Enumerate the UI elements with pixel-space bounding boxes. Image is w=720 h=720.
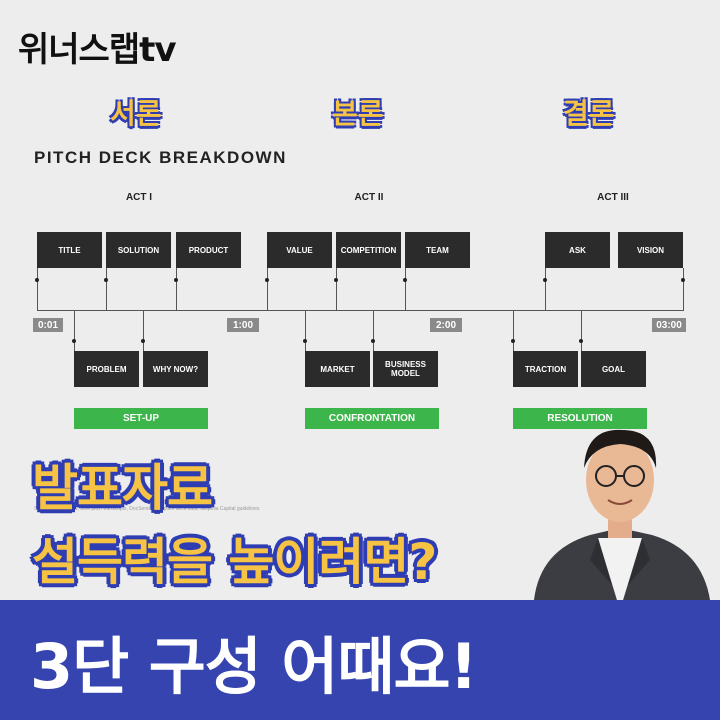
timeline-dot (141, 339, 145, 343)
box-solution: SOLUTION (106, 232, 171, 268)
phase-confrontation: CONFRONTATION (305, 408, 439, 429)
timeline-dot (403, 278, 407, 282)
phase-resolution: RESOLUTION (513, 408, 647, 429)
connector (74, 310, 75, 351)
box-value: VALUE (267, 232, 332, 268)
channel-logo: 위너스랩tv (18, 30, 177, 70)
box-why-now: WHY NOW? (143, 351, 208, 387)
timeline-dot (334, 278, 338, 282)
timeline-dot (681, 278, 685, 282)
timeline-dot (303, 339, 307, 343)
phase-setup: SET-UP (74, 408, 208, 429)
deck-title: PITCH DECK BREAKDOWN (34, 148, 287, 167)
banner-text: 3단 구성 어때요! (30, 630, 478, 703)
timeline-dot (511, 339, 515, 343)
connector (513, 310, 514, 351)
timeline-dot (174, 278, 178, 282)
connector (305, 310, 306, 351)
connector (143, 310, 144, 351)
time-marker-1min: 1:00 (227, 318, 259, 332)
connector (373, 310, 374, 351)
act-1-label: ACT I (125, 192, 153, 203)
connector (405, 268, 406, 310)
timeline-axis (37, 310, 684, 311)
time-marker-start: 0:01 (33, 318, 63, 332)
box-problem: PROBLEM (74, 351, 139, 387)
box-business-model: BUSINESS MODEL (373, 351, 438, 387)
box-ask: ASK (545, 232, 610, 268)
timeline-dot (543, 278, 547, 282)
timeline-dot (35, 278, 39, 282)
box-market: MARKET (305, 351, 370, 387)
source-note: Sources: Bruch NW, 30M pitch transcripts… (34, 506, 260, 512)
box-goal: GOAL (581, 351, 646, 387)
box-product: PRODUCT (176, 232, 241, 268)
box-team: TEAM (405, 232, 470, 268)
section-intro-label: 서론 (110, 97, 162, 130)
act-2-label: ACT II (354, 192, 384, 203)
connector (581, 310, 582, 351)
connector (336, 268, 337, 310)
time-marker-end: 03:00 (652, 318, 686, 332)
bottom-banner (0, 600, 720, 720)
timeline-dot (579, 339, 583, 343)
headline-line-1: 발표자료 (32, 459, 213, 517)
connector (545, 268, 546, 310)
timeline-dot (104, 278, 108, 282)
box-traction: TRACTION (513, 351, 578, 387)
connector (683, 268, 684, 310)
box-competition: COMPETITION (336, 232, 401, 268)
headline-line-2: 설득력을 높이려면? (32, 533, 437, 591)
time-marker-2min: 2:00 (430, 318, 462, 332)
connector (267, 268, 268, 310)
section-conclusion-label: 결론 (563, 97, 615, 130)
box-vision: VISION (618, 232, 683, 268)
box-title: TITLE (37, 232, 102, 268)
connector (106, 268, 107, 310)
timeline-dot (265, 278, 269, 282)
timeline-dot (371, 339, 375, 343)
connector (37, 268, 38, 310)
connector (176, 268, 177, 310)
section-body-label: 본론 (332, 97, 384, 130)
act-3-label: ACT III (597, 192, 629, 203)
timeline-dot (72, 339, 76, 343)
